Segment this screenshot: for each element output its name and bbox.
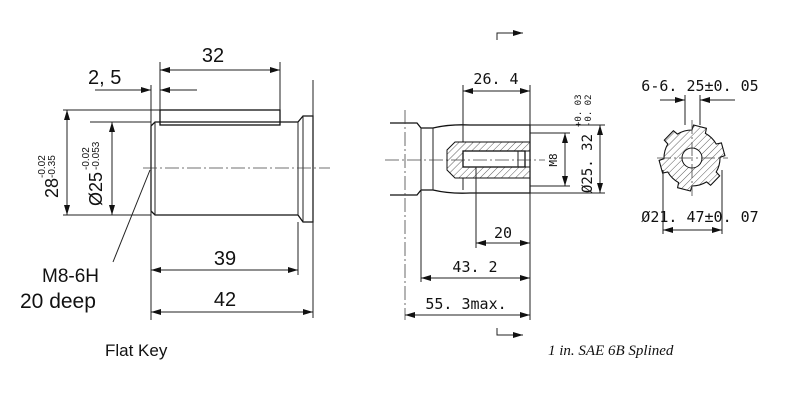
- section-marker-bottom: [496, 328, 523, 338]
- dim-height-tol-lower: -0.35: [47, 155, 58, 178]
- key: [159, 109, 281, 126]
- dim-key-offset: 2, 5: [88, 67, 121, 89]
- thread-depth: 20 deep: [20, 290, 96, 313]
- thread-label: M8-6H: [42, 266, 99, 287]
- dim-42: 42: [214, 289, 236, 311]
- flat-key-view: 32 2, 5 28 -0.02 -0.35 Ø25 -0.02 -0.053 …: [20, 45, 330, 360]
- dim-diameter-tol-lower: -0. 02: [584, 94, 594, 127]
- dim-diameter: Ø25: [86, 172, 106, 206]
- dim-diameter-tol-upper: -0.02: [81, 147, 92, 170]
- flat-key-caption: Flat Key: [105, 341, 168, 360]
- dim-height: 28: [42, 178, 62, 198]
- dim-key-length: 32: [202, 45, 224, 67]
- splined-section-view: 26. 4 20 43. 2 55. 3max. M8 Ø25. 32 +0. …: [385, 30, 605, 338]
- splined-caption: 1 in. SAE 6B Splined: [548, 343, 674, 359]
- dim-55-3: 55. 3max.: [425, 295, 506, 313]
- section-marker-top: [496, 30, 523, 40]
- spline-cross-section: 6-6. 25±0. 05 Ø21. 47±0. 07: [641, 77, 759, 234]
- dim-39: 39: [214, 248, 236, 270]
- dim-diameter-25-32: Ø25. 32: [580, 134, 596, 193]
- dim-height-tol-upper: -0.02: [37, 155, 48, 178]
- dim-26-4: 26. 4: [473, 70, 518, 88]
- spline-width-dim: 6-6. 25±0. 05: [641, 77, 758, 95]
- spline-diameter-dim: Ø21. 47±0. 07: [641, 208, 758, 226]
- dim-diameter-tol-upper: +0. 03: [574, 94, 584, 127]
- dim-43-2: 43. 2: [452, 258, 497, 276]
- dim-20: 20: [494, 224, 512, 242]
- thread-m8: M8: [547, 153, 560, 166]
- shaft-outline: [150, 115, 314, 223]
- dim-diameter-tol-lower: -0.053: [91, 141, 102, 170]
